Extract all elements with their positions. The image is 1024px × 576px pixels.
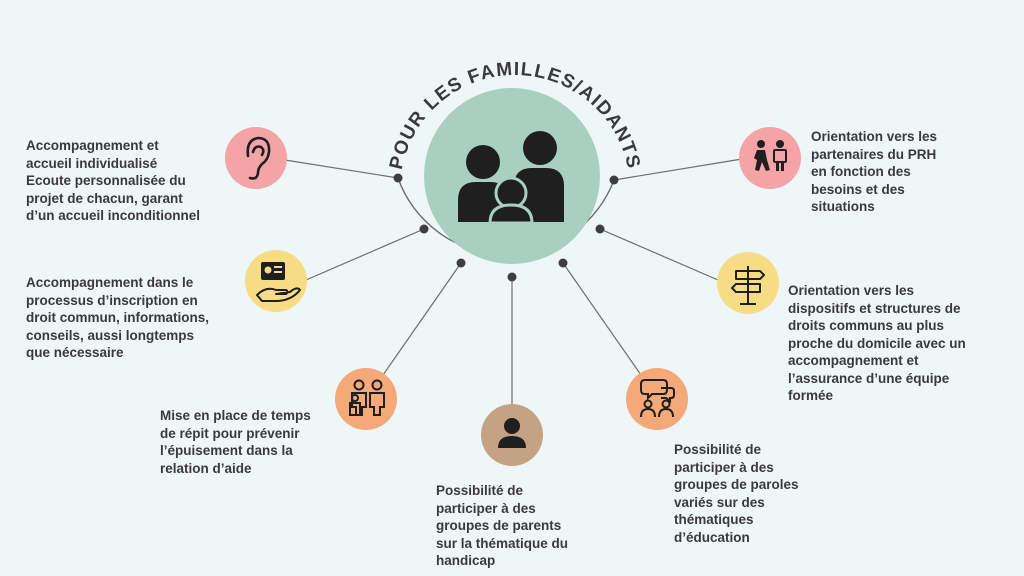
connector-partenaires bbox=[613, 158, 743, 181]
hand-card-icon bbox=[256, 262, 301, 302]
node-accueil bbox=[225, 127, 287, 189]
label-repit: Mise en place de temps de répit pour pré… bbox=[160, 408, 311, 476]
node-paroles bbox=[626, 368, 688, 430]
connector-dispositifs bbox=[599, 228, 719, 281]
connector-dots bbox=[393, 173, 619, 282]
label-parents: Possibilité de participer à des groupes … bbox=[436, 483, 569, 568]
walking-people-icon bbox=[754, 140, 787, 171]
label-paroles: Possibilité de participer à des groupes … bbox=[674, 442, 799, 545]
connector-repit bbox=[382, 262, 462, 376]
connector-paroles bbox=[562, 262, 642, 376]
central-hub bbox=[424, 88, 600, 264]
family-group-icon bbox=[458, 131, 564, 225]
label-accueil: Accompagnement et accueil individualisé … bbox=[26, 138, 201, 223]
signpost-icon bbox=[731, 266, 765, 305]
node-dispositifs bbox=[717, 252, 779, 314]
family-icon bbox=[349, 379, 385, 416]
connector-lines bbox=[284, 158, 743, 405]
connector-inscription bbox=[305, 228, 425, 281]
label-inscription: Accompagnement dans le processus d’inscr… bbox=[26, 275, 210, 360]
label-dispositifs: Orientation vers les dispositifs et stru… bbox=[788, 283, 966, 403]
ear-icon bbox=[246, 136, 271, 180]
person-icon bbox=[498, 418, 526, 448]
connector-accueil bbox=[284, 159, 399, 179]
node-parents bbox=[481, 404, 543, 466]
node-inscription bbox=[245, 250, 307, 312]
node-repit bbox=[335, 368, 397, 430]
node-partenaires bbox=[739, 127, 801, 189]
label-partenaires: Orientation vers les partenaires du PRH … bbox=[811, 129, 938, 214]
discussion-icon bbox=[640, 379, 675, 418]
